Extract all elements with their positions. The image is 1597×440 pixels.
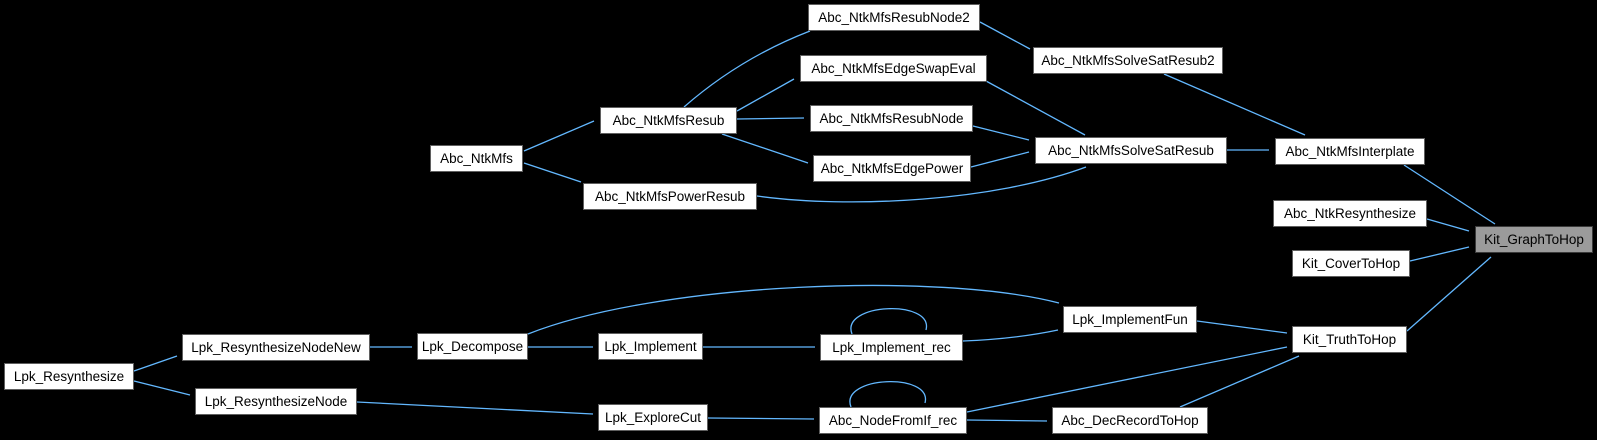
node-abc_ntkmfssolvesatresub2[interactable]: Abc_NtkMfsSolveSatResub2 <box>1033 47 1223 74</box>
node-abc_ntkmfspowerresub[interactable]: Abc_NtkMfsPowerResub <box>583 183 757 210</box>
node-lpk_resynthesizenodenew[interactable]: Lpk_ResynthesizeNodeNew <box>182 334 370 361</box>
edge-abc_ntkmfsedgepower-to-abc_ntkmfssolvesatresub <box>970 151 1030 168</box>
node-abc_ntkresynthesize[interactable]: Abc_NtkResynthesize <box>1273 200 1427 227</box>
node-kit_covertohop[interactable]: Kit_CoverToHop <box>1292 250 1410 277</box>
edge-lpk_resynthesize-to-lpk_resynthesizenode <box>133 380 191 396</box>
edge-abc_ntkmfs-to-abc_ntkmfspowerresub <box>523 162 582 183</box>
node-lpk_implement_rec[interactable]: Lpk_Implement_rec <box>820 334 963 361</box>
edge-abc_ntkmfs-to-abc_ntkmfsresub <box>523 120 595 152</box>
node-lpk_implementfun[interactable]: Lpk_ImplementFun <box>1063 306 1197 333</box>
edge-abc_ntkmfsresubnode2-to-abc_ntkmfssolvesatresub2 <box>979 21 1031 50</box>
edge-abc_ntkmfspowerresub-to-abc_ntkmfssolvesatresub <box>756 166 1087 203</box>
edge-abc_ntkmfsinterplate-to-kit_graphtohop <box>1403 164 1496 225</box>
edge-kit_truthtohop-to-kit_graphtohop <box>1406 256 1492 332</box>
node-abc_ntkmfsresubnode[interactable]: Abc_NtkMfsResubNode <box>810 105 973 132</box>
node-lpk_resynthesize[interactable]: Lpk_Resynthesize <box>4 363 134 390</box>
node-lpk_resynthesizenode[interactable]: Lpk_ResynthesizeNode <box>195 388 357 415</box>
edge-abc_ntkresynthesize-to-kit_graphtohop <box>1426 218 1470 232</box>
edge-abc_ntkmfsresub-to-abc_ntkmfsresubnode <box>736 117 805 120</box>
node-abc_ntkmfsedgepower[interactable]: Abc_NtkMfsEdgePower <box>813 155 971 182</box>
node-lpk_explorecut[interactable]: Lpk_ExploreCut <box>598 404 708 431</box>
edge-lpk_implementfun-to-kit_truthtohop <box>1196 320 1288 334</box>
edge-abc_ntkmfsresub-to-abc_ntkmfsedgepower <box>721 133 809 164</box>
edge-lpk_implement_rec-self <box>850 308 927 335</box>
node-abc_ntkmfsresubnode2[interactable]: Abc_NtkMfsResubNode2 <box>808 4 980 31</box>
node-abc_ntkmfsresub[interactable]: Abc_NtkMfsResub <box>600 107 737 134</box>
node-abc_ntkmfssolvesatresub[interactable]: Abc_NtkMfsSolveSatResub <box>1035 137 1227 164</box>
edge-abc_nodefromif_rec-self <box>849 381 926 408</box>
edge-abc_ntkmfsresub-to-abc_ntkmfsedgeswapeval <box>736 78 795 112</box>
node-abc_ntkmfs[interactable]: Abc_NtkMfs <box>430 145 523 172</box>
node-abc_ntkmfsedgeswapeval[interactable]: Abc_NtkMfsEdgeSwapEval <box>800 55 987 82</box>
edge-abc_nodefromif_rec-to-kit_truthtohop <box>966 346 1288 413</box>
edge-kit_covertohop-to-kit_graphtohop <box>1409 246 1470 262</box>
node-abc_decrecordtohop[interactable]: Abc_DecRecordToHop <box>1052 407 1208 434</box>
edge-lpk_resynthesizenode-to-lpk_explorecut <box>356 401 594 415</box>
edge-abc_ntkmfsresubnode-to-abc_ntkmfssolvesatresub <box>972 125 1030 141</box>
edge-abc_decrecordtohop-to-kit_truthtohop <box>1179 355 1300 408</box>
edge-abc_nodefromif_rec-to-abc_decrecordtohop <box>966 419 1048 422</box>
edge-abc_ntkmfsedgeswapeval-to-abc_ntkmfssolvesatresub <box>985 80 1086 136</box>
node-kit_graphtohop: Kit_GraphToHop <box>1475 226 1593 253</box>
edge-abc_ntkmfssolvesatresub2-to-abc_ntkmfsinterplate <box>1163 73 1306 136</box>
node-kit_truthtohop[interactable]: Kit_TruthToHop <box>1292 326 1407 353</box>
node-abc_nodefromif_rec[interactable]: Abc_NodeFromIf_rec <box>819 407 967 434</box>
node-lpk_decompose[interactable]: Lpk_Decompose <box>417 333 528 360</box>
edge-abc_ntkmfsresub-to-abc_ntkmfsresubnode2 <box>683 30 811 108</box>
edge-lpk_explorecut-to-abc_nodefromif_rec <box>707 417 815 420</box>
node-lpk_implement[interactable]: Lpk_Implement <box>598 333 703 360</box>
edge-lpk_resynthesize-to-lpk_resynthesizenodenew <box>133 355 178 372</box>
node-abc_ntkmfsinterplate[interactable]: Abc_NtkMfsInterplate <box>1275 138 1425 165</box>
edge-lpk_implement_rec-to-lpk_implementfun <box>962 329 1059 342</box>
edge-lpk_decompose-to-lpk_implementfun <box>527 284 1060 335</box>
